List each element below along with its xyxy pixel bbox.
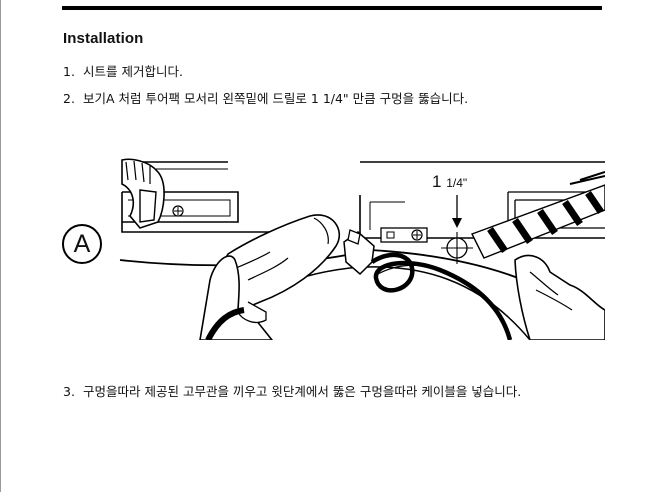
step-3-number: 3. xyxy=(63,384,75,399)
step-2-text: 보기A 처럼 투어팩 모서리 왼쪽밑에 드릴로 1 1/4" 만큼 구멍을 뚫습… xyxy=(83,91,469,106)
step-3-text: 구멍을따라 제공된 고무관을 끼우고 윗단계에서 뚫은 구멍을따라 케이블을 넣… xyxy=(83,384,522,399)
top-rule xyxy=(62,6,602,10)
installation-illustration xyxy=(60,150,605,340)
page-edge xyxy=(0,0,1,492)
dimension-fraction: 1/4" xyxy=(446,176,468,190)
step-3: 3. 구멍을따라 제공된 고무관을 끼우고 윗단계에서 뚫은 구멍을따라 케이블을… xyxy=(63,381,521,400)
step-1-text: 시트를 제거합니다. xyxy=(83,64,183,79)
step-2: 2. 보기A 처럼 투어팩 모서리 왼쪽밑에 드릴로 1 1/4" 만큼 구멍을 … xyxy=(63,88,468,107)
figure-label: A xyxy=(62,224,102,264)
step-1: 1. 시트를 제거합니다. xyxy=(63,61,183,80)
dimension-whole: 1 xyxy=(432,172,442,191)
step-2-number: 2. xyxy=(63,91,75,106)
step-1-number: 1. xyxy=(63,64,75,79)
section-title: Installation xyxy=(63,30,144,47)
dimension-label: 1 1/4" xyxy=(432,172,467,192)
